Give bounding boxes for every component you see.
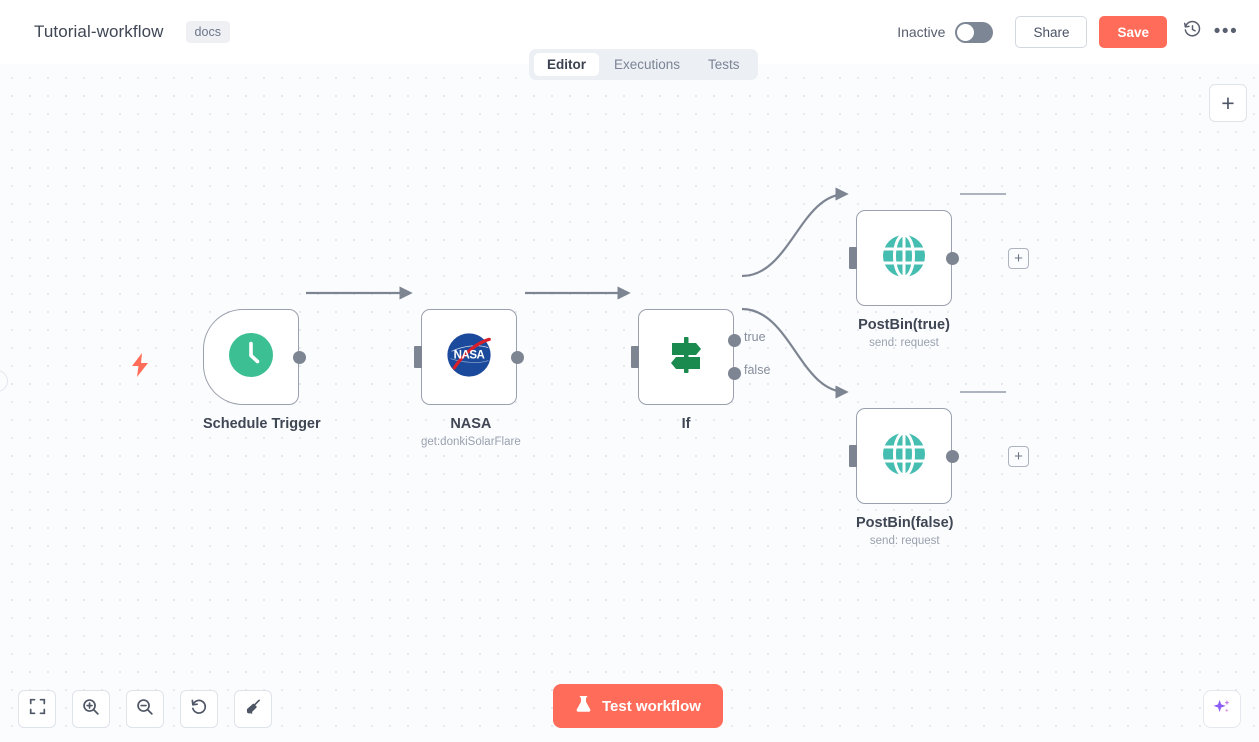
node-schedule-trigger[interactable]: Schedule Trigger [132,309,321,432]
node-schedule-trigger-title: Schedule Trigger [203,416,321,432]
test-workflow-button[interactable]: Test workflow [553,684,723,728]
flask-icon [575,695,592,717]
workflow-tag-badge[interactable]: docs [185,20,230,44]
tidy-up-button[interactable] [234,690,272,728]
open-nodes-panel-button[interactable]: + [1209,84,1247,122]
node-postbin-false-title: PostBin(false) [856,515,954,531]
node-postbin-false-subtitle: send: request [869,535,940,547]
workflow-history-button[interactable] [1175,15,1209,49]
zoom-to-fit-button[interactable] [18,690,56,728]
node-if[interactable]: true false If [631,309,770,432]
ai-sparkle-icon [1211,696,1233,723]
zoom-to-fit-icon [29,698,46,720]
zoom-in-button[interactable] [72,690,110,728]
add-node-after-postbin-true[interactable]: + [1008,248,1029,269]
node-postbin-true-box[interactable] [856,210,952,306]
save-button[interactable]: Save [1099,16,1167,48]
add-node-after-postbin-false[interactable]: + [1008,446,1029,467]
history-clock-icon [1183,20,1202,44]
connection-wires [306,187,1006,399]
ellipsis-icon: ••• [1213,21,1239,43]
share-button[interactable]: Share [1015,16,1088,48]
ai-assistant-button[interactable] [1203,690,1241,728]
workflow-canvas[interactable]: Schedule Trigger NASA NASA get:donkiSola [0,64,1259,742]
node-postbin-false-output-port[interactable] [946,450,959,463]
signpost-icon [664,333,708,382]
zoom-in-icon [82,698,100,721]
app-header: Tutorial-workflow docs Inactive Share Sa… [0,0,1259,64]
tab-tests[interactable]: Tests [708,57,740,72]
node-postbin-true-input-port[interactable] [849,247,857,269]
lightning-bolt-icon [131,353,149,377]
globe-icon [881,431,927,482]
node-if-output-label-false: false [744,363,771,377]
canvas-zoom-toolbar [18,690,272,728]
tidy-up-icon [244,698,262,721]
node-postbin-false-input-port[interactable] [849,445,857,467]
zoom-out-icon [136,698,154,721]
node-if-box[interactable] [638,309,734,405]
activation-control: Inactive [897,21,994,43]
nasa-logo-icon: NASA [446,332,492,383]
svg-text:NASA: NASA [454,349,485,361]
node-postbin-true-title: PostBin(true) [858,317,950,333]
node-nasa-output-port[interactable] [511,351,524,364]
node-nasa[interactable]: NASA NASA get:donkiSolarFlare [414,309,524,448]
more-options-button[interactable]: ••• [1209,15,1243,49]
node-postbin-false[interactable]: + PostBin(false) send: request [849,408,1029,547]
header-actions: Inactive Share Save ••• [897,15,1243,49]
node-if-output-port-false[interactable] [728,367,741,380]
node-if-output-port-true[interactable] [728,334,741,347]
globe-icon [881,233,927,284]
zoom-out-button[interactable] [126,690,164,728]
node-if-output-label-true: true [744,330,766,344]
reset-zoom-button[interactable] [180,690,218,728]
activation-toggle[interactable] [955,21,994,43]
toggle-knob [957,23,975,41]
node-nasa-box[interactable]: NASA [421,309,517,405]
activation-label: Inactive [897,24,946,40]
reset-zoom-icon [190,698,208,721]
node-if-title: If [681,416,691,432]
node-postbin-true[interactable]: + PostBin(true) send: request [849,210,1029,349]
node-postbin-true-output-port[interactable] [946,252,959,265]
node-postbin-true-subtitle: send: request [869,337,939,349]
node-nasa-subtitle: get:donkiSolarFlare [421,436,521,448]
node-if-input-port[interactable] [631,346,639,368]
tab-editor[interactable]: Editor [534,53,599,76]
node-schedule-trigger-output-port[interactable] [293,351,306,364]
tab-executions[interactable]: Executions [614,57,681,72]
node-schedule-trigger-box[interactable] [203,309,299,405]
page-title[interactable]: Tutorial-workflow [34,22,164,41]
test-workflow-label: Test workflow [602,697,701,715]
clock-icon [228,332,274,383]
node-postbin-false-box[interactable] [856,408,952,504]
node-nasa-title: NASA [450,416,492,432]
node-nasa-input-port[interactable] [414,346,422,368]
editor-tabs: Editor Executions Tests [529,49,758,80]
